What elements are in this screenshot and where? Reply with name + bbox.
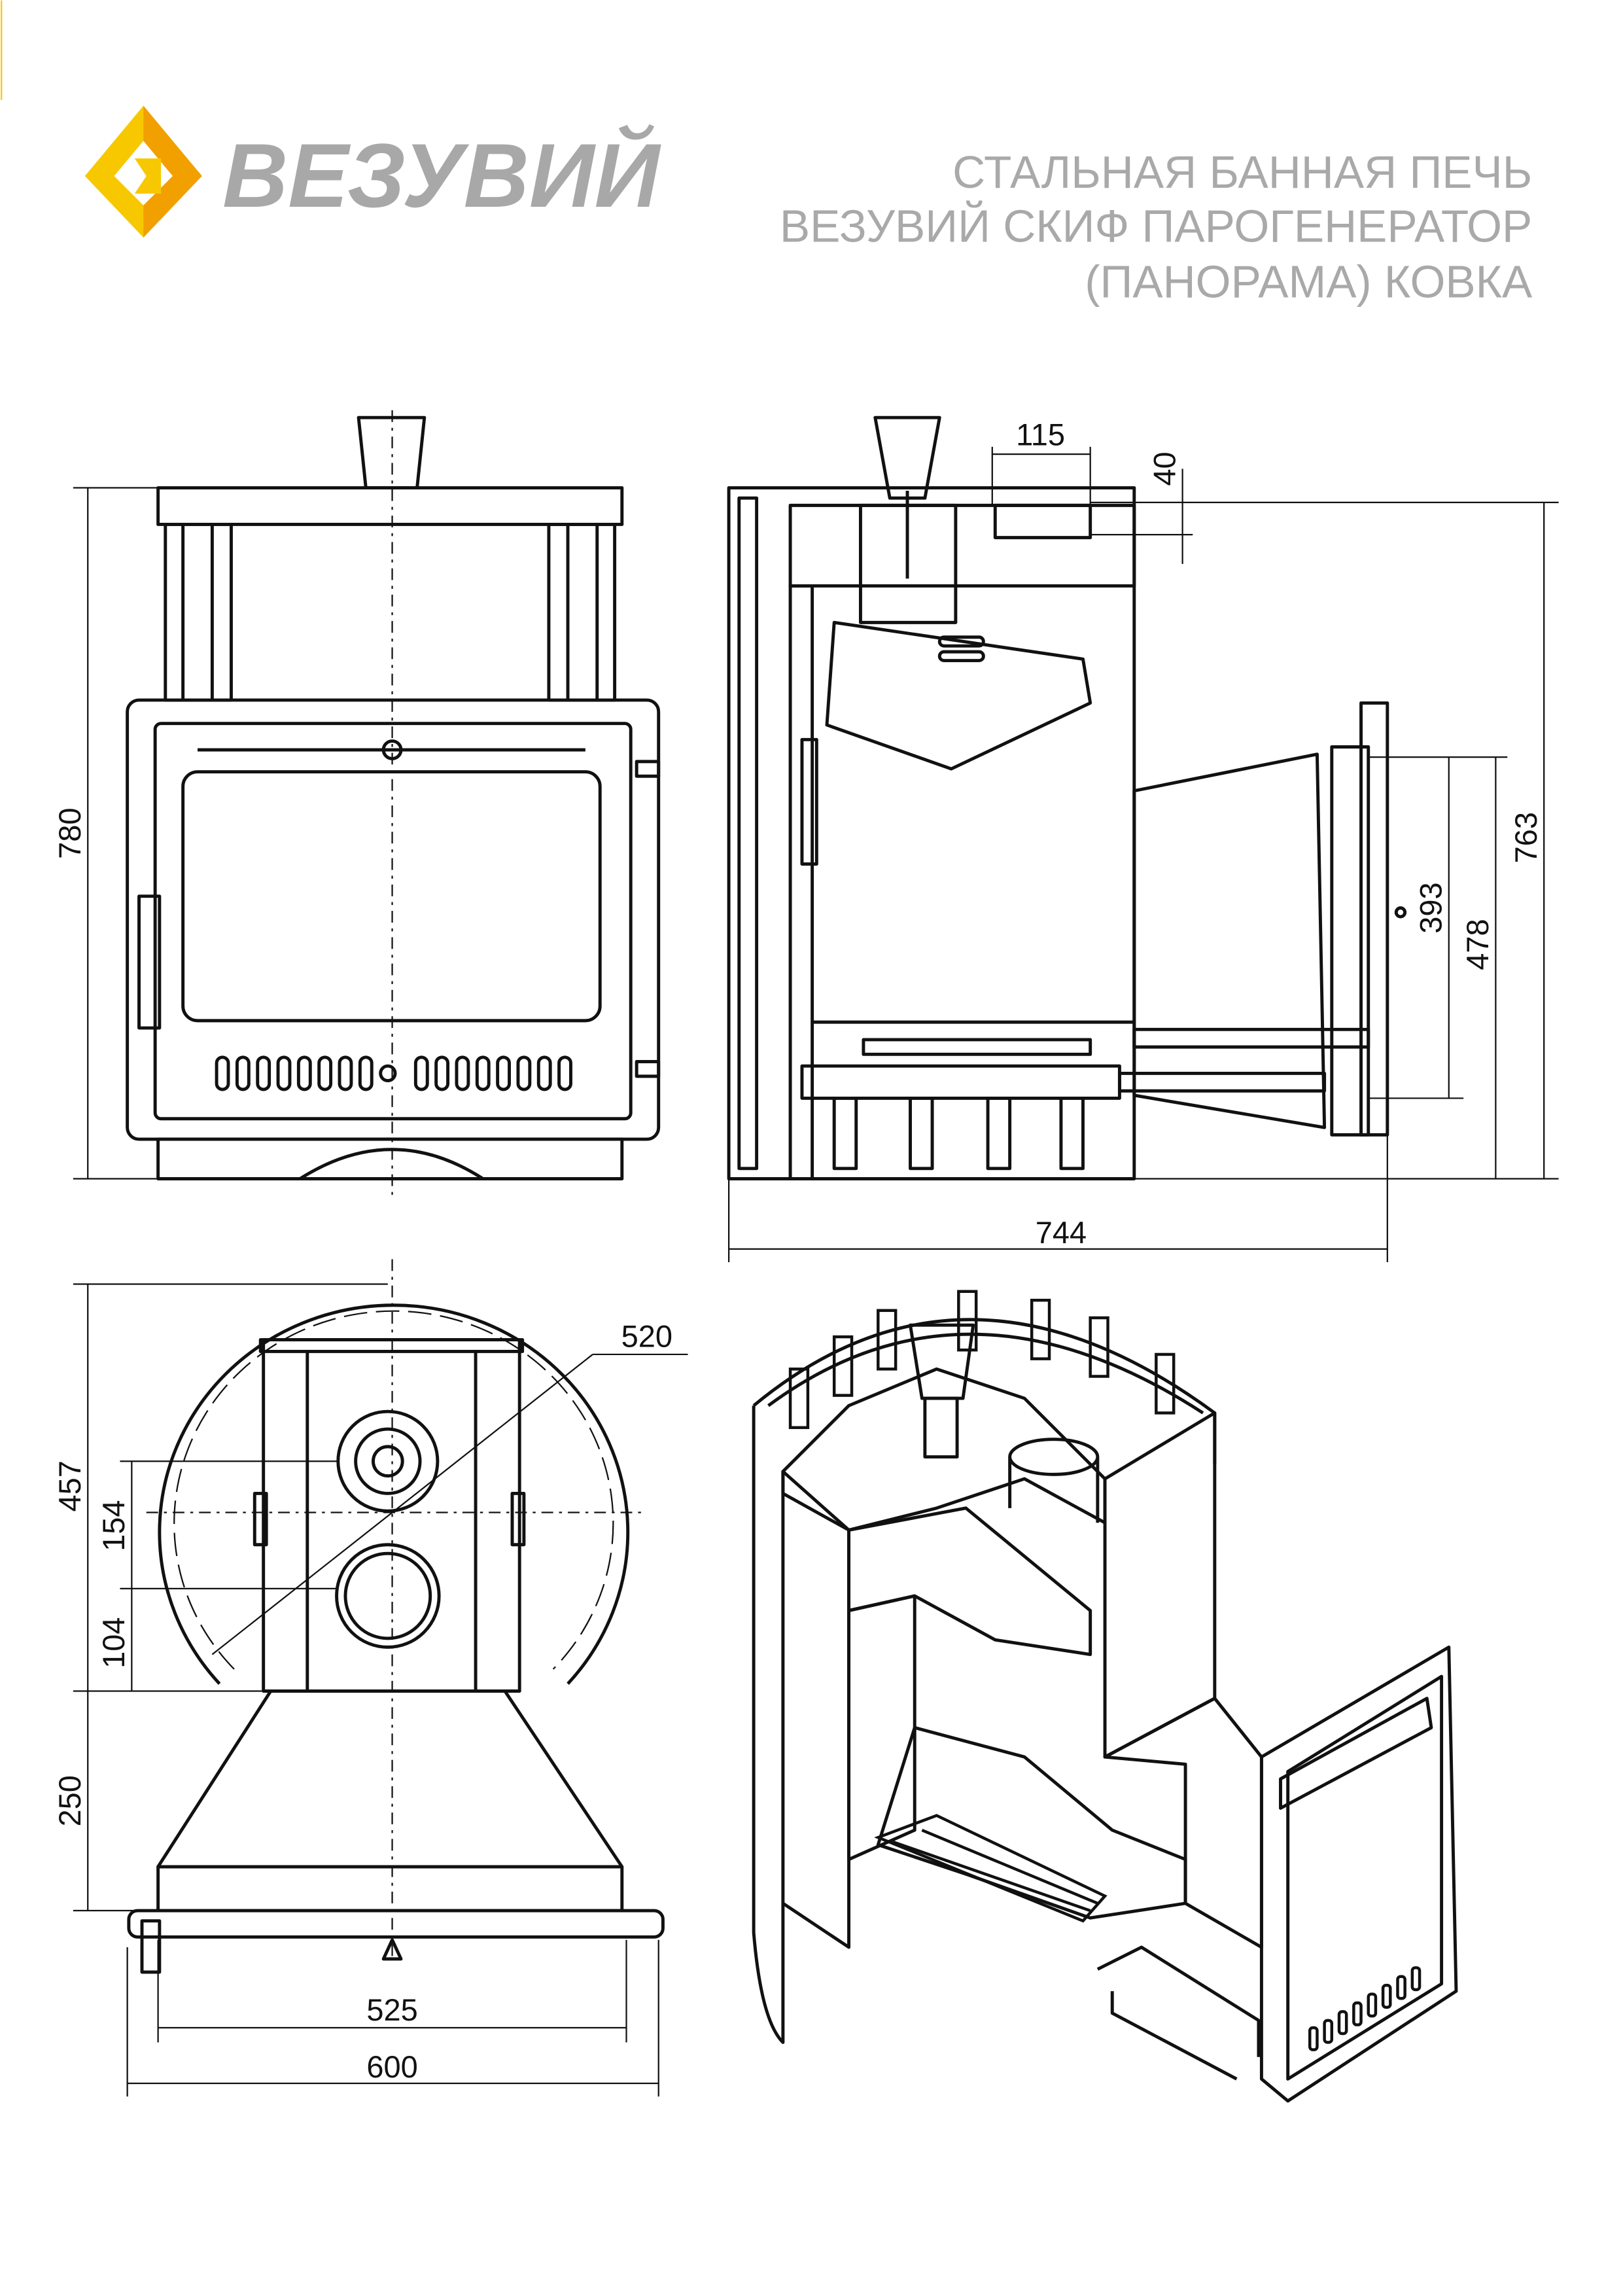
brand-logo: ВЕЗУВИЙ xyxy=(84,105,662,238)
dim-40: 40 xyxy=(1147,451,1181,486)
isometric-view xyxy=(752,1290,1458,2103)
top-view: 520 457 154 104 250 525 600 xyxy=(52,1259,688,2097)
dim-154: 154 xyxy=(96,1500,131,1551)
page-title: СТАЛЬНАЯ БАННАЯ ПЕЧЬ ВЕЗУВИЙ СКИФ ПАРОГЕ… xyxy=(780,147,1533,308)
dim-600: 600 xyxy=(366,2049,417,2084)
title-line-3: (ПАНОРАМА) КОВКА xyxy=(1085,256,1533,308)
dim-478: 478 xyxy=(1460,919,1495,970)
dim-744: 744 xyxy=(1036,1215,1087,1250)
dim-763: 763 xyxy=(1509,812,1543,863)
side-view: 115 40 393 478 763 744 xyxy=(727,415,1559,1262)
front-view: 780 xyxy=(52,410,661,1201)
dim-457: 457 xyxy=(52,1460,87,1511)
dim-525: 525 xyxy=(366,1992,417,2027)
dim-393: 393 xyxy=(1414,882,1448,933)
logo-text: ВЕЗУВИЙ xyxy=(222,124,661,226)
dim-104: 104 xyxy=(96,1617,131,1668)
ash-vents xyxy=(215,1055,572,1091)
door-handle xyxy=(137,894,162,1030)
dim-115: 115 xyxy=(1016,417,1065,452)
title-line-2: ВЕЗУВИЙ СКИФ ПАРОГЕНЕРАТОР xyxy=(780,201,1532,252)
dim-250: 250 xyxy=(52,1775,87,1826)
title-line-1: СТАЛЬНАЯ БАННАЯ ПЕЧЬ xyxy=(952,147,1532,198)
dim-520-diameter: 520 xyxy=(621,1319,672,1354)
dim-height-780: 780 xyxy=(52,807,87,858)
